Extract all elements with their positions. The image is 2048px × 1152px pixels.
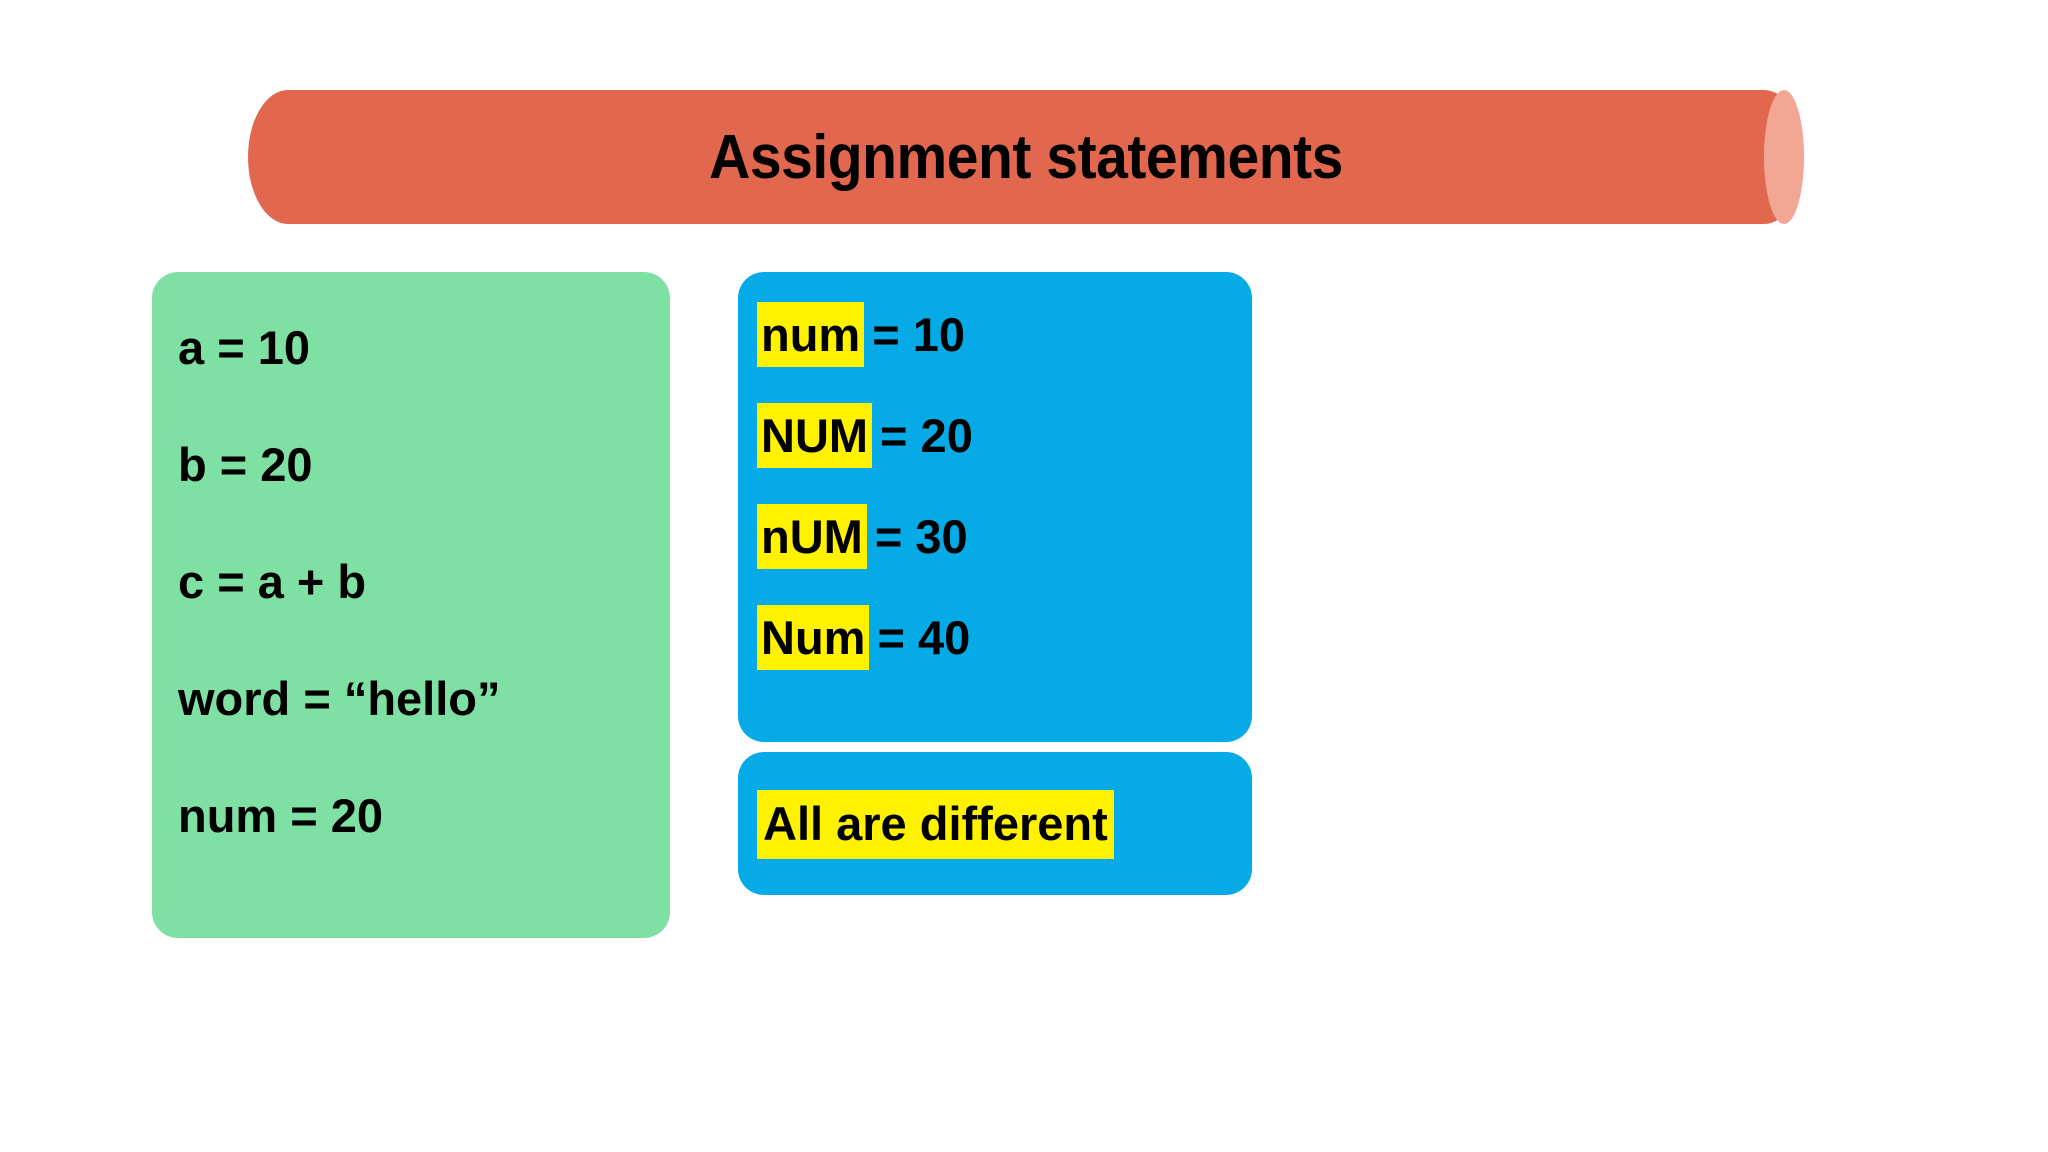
code-line: b = 20: [178, 438, 313, 491]
assignment-row: NUM = 20: [757, 403, 1252, 468]
code-line: c = a + b: [178, 555, 367, 608]
assignment-value: = 10: [872, 308, 966, 361]
assignment-row: nUM = 30: [757, 504, 1252, 569]
banner-cylinder-cap-icon: [1764, 90, 1804, 224]
highlighted-variable-name: num: [757, 302, 865, 367]
title-banner: Assignment statements: [248, 90, 1804, 224]
banner-body-shape: [248, 90, 1804, 224]
highlighted-variable-name: nUM: [757, 504, 867, 569]
page-title: Assignment statements: [709, 122, 1343, 192]
assignment-value: = 30: [874, 510, 968, 563]
blue-assignments-panel: num = 10 NUM = 20 nUM = 30 Num = 40: [738, 272, 1252, 742]
code-line: num = 20: [178, 789, 384, 842]
highlighted-variable-name: Num: [757, 605, 870, 670]
assignment-value: = 20: [880, 409, 973, 462]
assignment-row: Num = 40: [757, 605, 1252, 670]
highlighted-note-text: All are different: [757, 790, 1114, 859]
note-row: All are different: [757, 790, 1252, 859]
code-line: word = “hello”: [178, 672, 501, 725]
assignment-value: = 40: [877, 611, 971, 664]
code-line: a = 10: [178, 321, 310, 374]
blue-note-panel: All are different: [738, 752, 1252, 895]
green-code-panel: a = 10 b = 20 c = a + b word = “hello” n…: [152, 272, 670, 938]
highlighted-variable-name: NUM: [757, 403, 873, 468]
assignment-row: num = 10: [757, 302, 1252, 367]
